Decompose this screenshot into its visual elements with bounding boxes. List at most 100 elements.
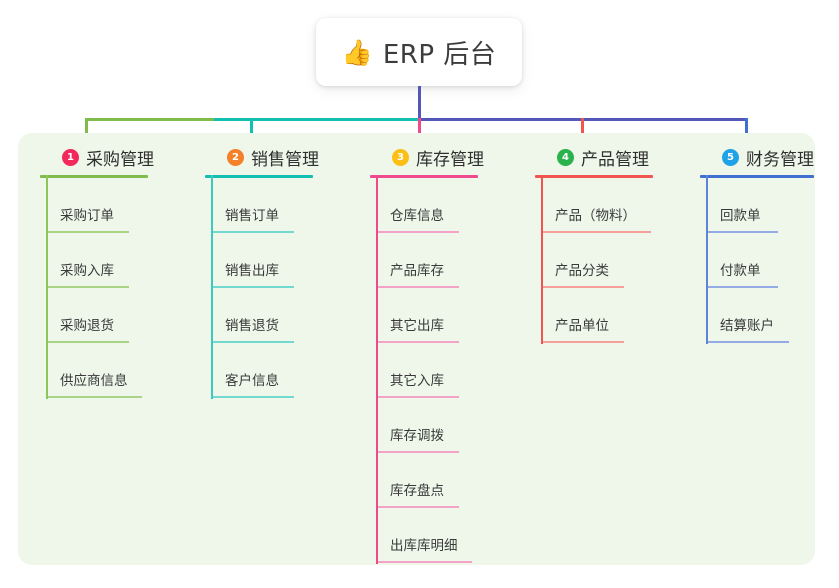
branch-title-rule [700, 175, 814, 178]
branch-item-label: 销售出库 [225, 263, 279, 279]
branch-item[interactable]: 销售出库 [211, 233, 319, 288]
branch-item[interactable]: 仓库信息 [376, 178, 484, 233]
branch-item-label: 产品分类 [555, 263, 609, 279]
branch-item-label: 回款单 [720, 208, 761, 224]
branch-item-label: 产品库存 [390, 263, 444, 279]
branch-item-label: 销售订单 [225, 208, 279, 224]
branch-item[interactable]: 销售订单 [211, 178, 319, 233]
branch-item-label: 付款单 [720, 263, 761, 279]
branch-item-rule [211, 341, 294, 343]
branch-item-rule [706, 341, 789, 343]
branch-column-5: 5 财务管理回款单付款单结算账户 [700, 145, 814, 344]
branch-title-rule [40, 175, 148, 178]
branch-header-1[interactable]: 1 采购管理 [40, 145, 154, 170]
branch-spine [211, 175, 213, 399]
branch-item-label: 采购退货 [60, 318, 114, 334]
branch-item[interactable]: 出库库明细 [376, 508, 484, 563]
branch-number-badge: 1 [62, 148, 79, 166]
branch-item[interactable]: 客户信息 [211, 343, 319, 398]
branch-title-rule [370, 175, 478, 178]
branch-item-rule [706, 286, 778, 288]
branch-item-rule [376, 506, 459, 508]
branch-item-list: 回款单付款单结算账户 [700, 178, 814, 343]
branch-item-rule [541, 286, 624, 288]
branch-item[interactable]: 销售退货 [211, 288, 319, 343]
branch-item[interactable]: 产品（物料） [541, 178, 653, 233]
branch-item-label: 出库库明细 [390, 538, 458, 554]
branch-column-1: 1 采购管理采购订单采购入库采购退货供应商信息 [40, 145, 154, 399]
branch-item-label: 销售退货 [225, 318, 279, 334]
branch-number-badge: 4 [557, 148, 574, 166]
branch-item-rule [211, 231, 294, 233]
branch-item[interactable]: 回款单 [706, 178, 814, 233]
branch-item-rule [376, 561, 472, 563]
branch-item-rule [541, 341, 624, 343]
branch-item-label: 其它出库 [390, 318, 444, 334]
branch-item-rule [46, 286, 129, 288]
branch-item[interactable]: 供应商信息 [46, 343, 154, 398]
branch-number-badge: 3 [392, 148, 409, 166]
branch-item-label: 客户信息 [225, 373, 279, 389]
bus-green-connector [85, 118, 216, 121]
branch-item-rule [541, 231, 651, 233]
branch-header-5[interactable]: 5 财务管理 [700, 145, 814, 170]
branch-spine [706, 175, 708, 344]
branch-item-label: 采购入库 [60, 263, 114, 279]
branch-item-label: 库存调拨 [390, 428, 444, 444]
branch-item[interactable]: 库存盘点 [376, 453, 484, 508]
branch-spine [541, 175, 543, 344]
branch-title: 采购管理 [86, 149, 154, 170]
branch-number-badge: 2 [227, 148, 244, 166]
branch-item-rule [46, 231, 129, 233]
branch-item[interactable]: 产品库存 [376, 233, 484, 288]
branch-title-rule [205, 175, 313, 178]
branch-item-label: 结算账户 [720, 318, 774, 334]
branch-spine [46, 175, 48, 399]
branch-item-rule [376, 286, 459, 288]
branch-item[interactable]: 付款单 [706, 233, 814, 288]
branch-item[interactable]: 采购退货 [46, 288, 154, 343]
root-node-card[interactable]: 👍 ERP 后台 [316, 18, 522, 86]
branch-item-rule [211, 396, 294, 398]
branch-item-rule [376, 451, 459, 453]
branch-title-rule [535, 175, 653, 178]
branch-item-label: 库存盘点 [390, 483, 444, 499]
branch-item-label: 仓库信息 [390, 208, 444, 224]
branch-item-rule [376, 396, 459, 398]
branch-item-rule [706, 231, 778, 233]
branch-item-list: 销售订单销售出库销售退货客户信息 [205, 178, 319, 398]
branch-item-label: 采购订单 [60, 208, 114, 224]
branch-spine [376, 175, 378, 564]
root-node-title: ERP 后台 [382, 39, 497, 70]
branch-item[interactable]: 库存调拨 [376, 398, 484, 453]
branch-title: 库存管理 [416, 149, 484, 170]
branch-item[interactable]: 结算账户 [706, 288, 814, 343]
branch-item[interactable]: 采购入库 [46, 233, 154, 288]
branch-title: 财务管理 [746, 149, 814, 170]
branch-item-rule [211, 286, 294, 288]
branch-item[interactable]: 其它出库 [376, 288, 484, 343]
branch-item-list: 仓库信息产品库存其它出库其它入库库存调拨库存盘点出库库明细 [370, 178, 484, 563]
branch-number-badge: 5 [722, 148, 739, 166]
bus-teal-connector [214, 118, 420, 121]
branch-item-rule [46, 396, 142, 398]
branch-item-label: 产品（物料） [555, 208, 636, 224]
root-stem-connector [418, 86, 421, 120]
branch-item[interactable]: 产品分类 [541, 233, 653, 288]
branch-item[interactable]: 其它入库 [376, 343, 484, 398]
branch-item[interactable]: 采购订单 [46, 178, 154, 233]
branch-item-rule [376, 231, 459, 233]
branch-item-rule [376, 341, 459, 343]
thumbs-up-icon: 👍 [341, 37, 373, 67]
branch-item-label: 其它入库 [390, 373, 444, 389]
branch-header-3[interactable]: 3 库存管理 [370, 145, 484, 170]
branch-item[interactable]: 产品单位 [541, 288, 653, 343]
branch-item-label: 产品单位 [555, 318, 609, 334]
branch-item-label: 供应商信息 [60, 373, 128, 389]
branch-item-rule [46, 341, 129, 343]
